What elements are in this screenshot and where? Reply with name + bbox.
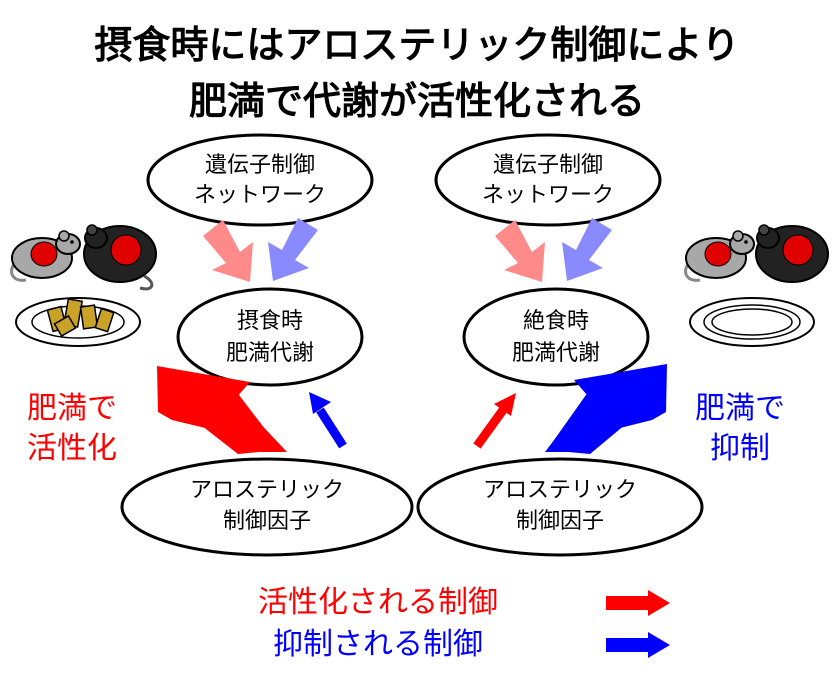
left-metabolism-line-1: 摂食時: [237, 309, 303, 334]
right-gene-network-node: 遺伝子制御 ネットワーク: [434, 133, 662, 227]
left-metabolism-node: 摂食時 肥満代謝: [176, 287, 364, 387]
left-effect-label-line-1: 肥満で: [27, 391, 117, 426]
right-pale-red-arrow: [495, 220, 545, 282]
lean-mouse-icon: [684, 230, 755, 282]
left-allosteric-node: アロステリック 制御因子: [120, 457, 414, 557]
title-line-1: 摂食時にはアロステリック制御により: [94, 23, 739, 67]
right-allosteric-node: アロステリック 制御因子: [416, 457, 704, 557]
legend-red-arrow: [606, 590, 670, 616]
left-gene-network-line-1: 遺伝子制御: [205, 153, 315, 178]
left-allosteric-line-2: 制御因子: [223, 509, 311, 534]
left-effect-label-line-2: 活性化: [27, 431, 117, 466]
right-effect-label-line-1: 肥満で: [695, 391, 785, 426]
lean-mouse-icon: [10, 230, 81, 282]
right-gene-network-line-1: 遺伝子制御: [493, 153, 603, 178]
left-small-blue-arrow: [309, 392, 347, 449]
left-gene-network-line-2: ネットワーク: [194, 183, 326, 208]
left-metabolism-line-2: 肥満代謝: [226, 341, 314, 366]
right-effect-label-line-2: 抑制: [710, 431, 770, 466]
right-gene-network-line-2: ネットワーク: [482, 183, 614, 208]
right-allosteric-line-1: アロステリック: [483, 478, 637, 503]
right-small-red-arrow: [473, 393, 516, 449]
right-metabolism-line-1: 絶食時: [523, 309, 589, 334]
left-big-red-arrow-body: [174, 378, 281, 454]
legend-activated-label: 活性化される制御: [258, 585, 498, 620]
legend-blue-arrow: [606, 632, 670, 658]
right-pale-blue-arrow: [562, 218, 612, 281]
right-metabolism-node: 絶食時 肥満代謝: [462, 287, 650, 387]
right-allosteric-line-2: 制御因子: [516, 509, 604, 534]
title-line-2: 肥満で代謝が活性化される: [189, 79, 645, 123]
obese-mouse-icon: [83, 224, 157, 291]
left-gene-network-node: 遺伝子制御 ネットワーク: [146, 133, 374, 227]
left-pale-red-arrow: [203, 220, 253, 282]
left-pale-blue-arrow: [268, 218, 318, 281]
empty-plate-icon: [689, 297, 815, 347]
food-plate-icon: [15, 297, 141, 347]
right-metabolism-line-2: 肥満代謝: [512, 341, 600, 366]
legend-suppressed-label: 抑制される制御: [273, 627, 483, 662]
right-big-blue-arrow-body: [547, 378, 650, 454]
obese-mouse-icon: [755, 224, 829, 283]
left-allosteric-line-1: アロステリック: [190, 478, 344, 503]
